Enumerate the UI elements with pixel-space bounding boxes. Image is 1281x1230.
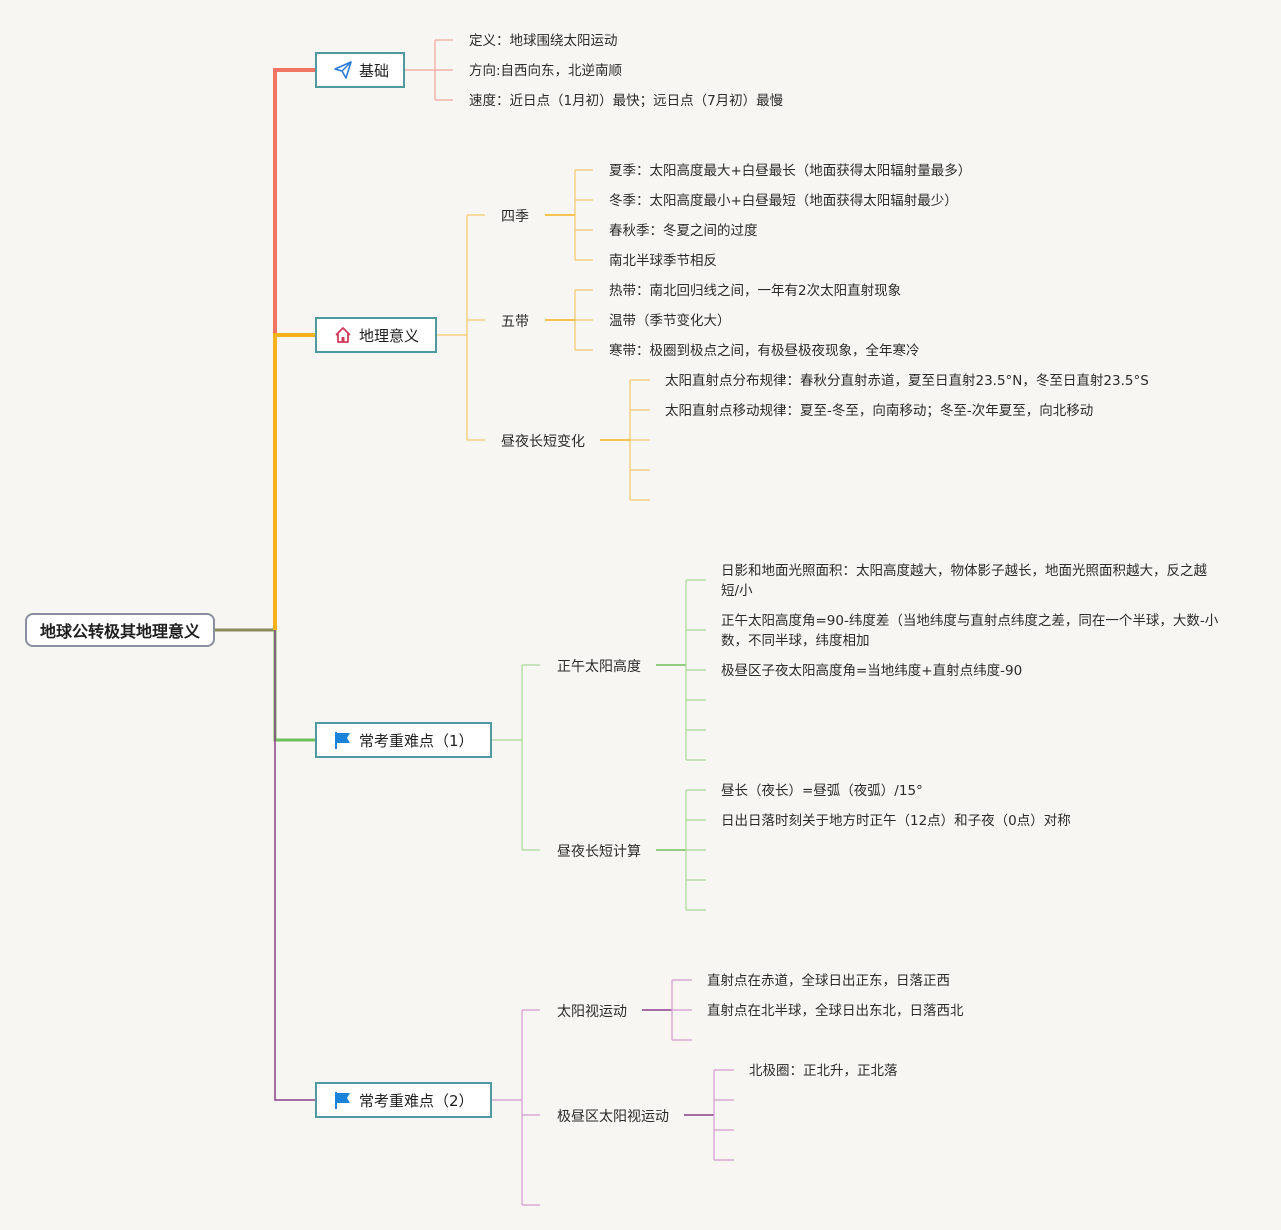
leaf-zhengwu-2[interactable]: 正午太阳高度角=90-纬度差（当地纬度与直射点纬度之差，同在一个半球，大数-小数…	[721, 613, 1219, 649]
wudai-leaf-lines	[545, 289, 593, 351]
leaf-siji-2[interactable]: 冬季：太阳高度最小+白昼最短（地面获得太阳辐射最少）	[609, 193, 958, 209]
yiyi-sub-lines	[437, 214, 485, 441]
root-topic[interactable]: 地球公转极其地理意义	[25, 613, 215, 647]
zhengwu-leaf-lines	[656, 579, 706, 761]
home-icon	[333, 325, 353, 345]
jichu-leaf-lines	[405, 39, 453, 101]
leaf-jizhou-1[interactable]: 北极圈：正北升，正北落	[749, 1063, 898, 1079]
subtopic-zhengwu[interactable]: 正午太阳高度	[557, 659, 641, 675]
topic-yiyi-label: 地理意义	[359, 326, 420, 345]
zhouye-leaf-lines	[600, 379, 650, 501]
paper-plane-icon	[333, 60, 353, 80]
kao2-sub-lines	[492, 1009, 540, 1206]
leaf-wudai-3[interactable]: 寒带：极圈到极点之间，有极昼极夜现象，全年寒冷	[609, 343, 920, 359]
jisuan-leaf-lines	[656, 789, 706, 911]
leaf-jisuan-1[interactable]: 昼长（夜长）=昼弧（夜弧）/15°	[721, 783, 923, 799]
siji-leaf-lines	[545, 169, 593, 261]
leaf-wudai-1[interactable]: 热带：南北回归线之间，一年有2次太阳直射现象	[609, 283, 902, 299]
topic-kao1[interactable]: 常考重难点（1）	[315, 722, 492, 758]
leaf-zhengwu-1[interactable]: 日影和地面光照面积：太阳高度越大，物体影子越长，地面光照面积越大，反之越短/小	[721, 563, 1207, 599]
topic-yiyi[interactable]: 地理意义	[315, 317, 437, 353]
subtopic-zhouye[interactable]: 昼夜长短变化	[501, 434, 585, 450]
subtopic-siji[interactable]: 四季	[501, 209, 529, 225]
leaf-jichu-2[interactable]: 方向:自西向东，北逆南顺	[469, 63, 623, 79]
topic-jichu[interactable]: 基础	[315, 52, 405, 88]
topic-jichu-label: 基础	[359, 61, 390, 80]
branch-line-kao1	[273, 630, 315, 742]
subtopic-jizhou[interactable]: 极昼区太阳视运动	[557, 1109, 669, 1125]
branch-line-yiyi	[273, 333, 315, 630]
jizhou-leaf-lines	[684, 1069, 734, 1161]
subtopic-jisuan[interactable]: 昼夜长短计算	[557, 844, 641, 860]
root-topic-label: 地球公转极其地理意义	[39, 622, 200, 641]
topic-kao2[interactable]: 常考重难点（2）	[315, 1082, 492, 1118]
subtopic-wudai[interactable]: 五带	[501, 314, 529, 330]
branch-line-jichu	[273, 68, 315, 630]
leaf-zhouye-1[interactable]: 太阳直射点分布规律：春秋分直射赤道，夏至日直射23.5°N，冬至日直射23.5°…	[665, 373, 1149, 389]
flag-icon	[333, 730, 353, 750]
leaf-zhengwu-3[interactable]: 极昼区子夜太阳高度角=当地纬度+直射点纬度-90	[721, 663, 1023, 679]
leaf-wudai-2[interactable]: 温带（季节变化大）	[609, 313, 731, 329]
kao1-sub-lines	[492, 664, 540, 851]
leaf-shiyun-1[interactable]: 直射点在赤道，全球日出正东，日落正西	[707, 973, 950, 989]
leaf-siji-4[interactable]: 南北半球季节相反	[609, 253, 717, 269]
leaf-shiyun-2[interactable]: 直射点在北半球，全球日出东北，日落西北	[707, 1003, 964, 1019]
leaf-jichu-1[interactable]: 定义：地球围绕太阳运动	[469, 33, 618, 49]
leaf-siji-1[interactable]: 夏季：太阳高度最大+白昼最长（地面获得太阳辐射量最多）	[609, 163, 972, 179]
topic-kao2-label: 常考重难点（2）	[359, 1091, 474, 1110]
leaf-zhouye-2[interactable]: 太阳直射点移动规律：夏至-冬至，向南移动；冬至-次年夏至，向北移动	[665, 403, 1094, 419]
topic-kao1-label: 常考重难点（1）	[359, 731, 474, 750]
leaf-siji-3[interactable]: 春秋季：冬夏之间的过度	[609, 223, 758, 239]
leaf-jisuan-2[interactable]: 日出日落时刻关于地方时正午（12点）和子夜（0点）对称	[721, 813, 1071, 829]
shiyun-leaf-lines	[642, 979, 692, 1041]
flag-icon	[333, 1090, 353, 1110]
leaf-jichu-3[interactable]: 速度：近日点（1月初）最快；远日点（7月初）最慢	[469, 93, 784, 109]
branch-line-kao2	[274, 630, 315, 1101]
subtopic-shiyun[interactable]: 太阳视运动	[557, 1004, 627, 1020]
